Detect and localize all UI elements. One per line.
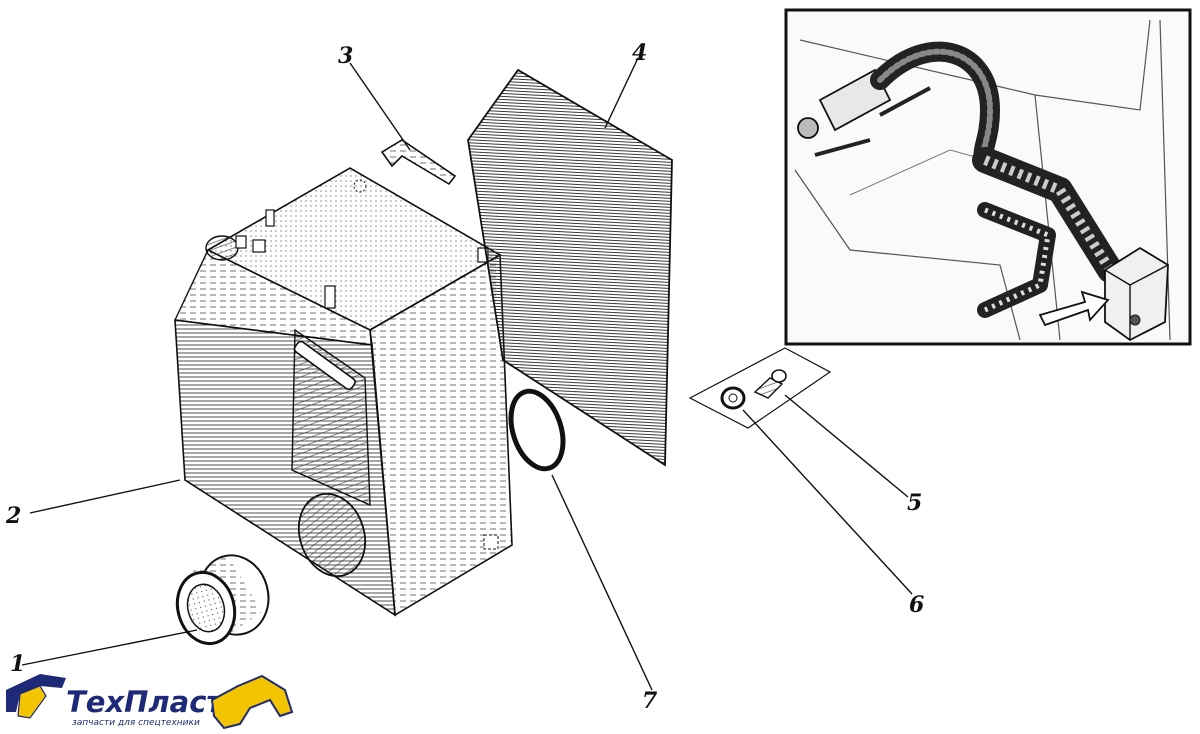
housing-front-face bbox=[369, 253, 513, 617]
angle-bracket bbox=[380, 139, 457, 186]
inset-corrugated-hose bbox=[972, 147, 1123, 283]
heater-housing bbox=[173, 167, 513, 617]
screw-head bbox=[771, 369, 787, 383]
leader-line-3 bbox=[349, 62, 411, 151]
housing-rear-pipe bbox=[205, 235, 239, 261]
leader-line-2 bbox=[29, 479, 181, 514]
installation-inset bbox=[784, 8, 1192, 346]
callout-7: 7 bbox=[642, 688, 658, 714]
housing-fitting bbox=[483, 534, 499, 550]
logo-name: ТехПласт bbox=[66, 685, 225, 719]
logo-right-shape bbox=[210, 674, 294, 730]
nozzle-inner-ring bbox=[186, 583, 226, 633]
leader-line-5 bbox=[784, 394, 909, 498]
housing-top-mount bbox=[353, 179, 367, 193]
washer-hole bbox=[728, 393, 738, 403]
inset-box-knob bbox=[1129, 314, 1141, 326]
housing-rear-pipe bbox=[235, 235, 247, 249]
gasket-outer bbox=[508, 388, 566, 472]
inset-box-edge bbox=[1129, 264, 1169, 286]
inset-wall bbox=[1159, 19, 1171, 341]
housing-handle bbox=[293, 340, 356, 391]
inset-box bbox=[1104, 246, 1169, 342]
housing-top-mount bbox=[252, 239, 266, 253]
housing-outlet-hole bbox=[298, 492, 366, 578]
housing-rear-pipe bbox=[265, 209, 275, 227]
inset-box-edge bbox=[1104, 269, 1131, 286]
leader-line-7 bbox=[551, 474, 653, 691]
callout-3: 3 bbox=[338, 43, 353, 69]
logo-left-accent bbox=[17, 685, 47, 719]
callout-4: 4 bbox=[632, 40, 647, 66]
housing-louvre-panel bbox=[291, 328, 371, 507]
housing-top-mount bbox=[324, 285, 336, 309]
gasket-inner bbox=[514, 395, 560, 465]
outlet-nozzle bbox=[175, 554, 270, 646]
callout-6: 6 bbox=[909, 592, 924, 618]
techplast-logo: ТехПласт запчасти для спецтехники bbox=[6, 674, 294, 730]
leader-line-4 bbox=[604, 57, 639, 129]
leader-lines bbox=[21, 57, 913, 691]
fastener-group bbox=[688, 347, 832, 429]
filter-panel-face bbox=[467, 68, 673, 467]
inset-pointer-arrow bbox=[1038, 290, 1110, 327]
gasket-ring bbox=[508, 388, 566, 472]
screw bbox=[753, 377, 784, 399]
leader-line-6 bbox=[742, 409, 913, 595]
callout-1: 1 bbox=[10, 651, 25, 677]
inset-rod bbox=[879, 86, 931, 117]
logo-tagline: запчасти для спецтехники bbox=[72, 718, 200, 728]
bracket-shape bbox=[380, 139, 457, 186]
leader-line-1 bbox=[21, 629, 198, 666]
callout-2: 2 bbox=[5, 503, 21, 529]
filter-panel bbox=[467, 68, 673, 467]
inset-hose-highlight bbox=[877, 48, 994, 163]
callout-numbers: 1 2 3 4 5 6 7 bbox=[5, 40, 924, 714]
logo-left-shape bbox=[6, 674, 66, 712]
callout-5: 5 bbox=[907, 490, 922, 516]
inset-wall bbox=[1034, 19, 1151, 111]
inset-heater-port bbox=[797, 117, 819, 139]
fastener-plane bbox=[688, 347, 832, 429]
inset-rod bbox=[814, 138, 871, 157]
inset-pipe-detail bbox=[983, 207, 1051, 313]
